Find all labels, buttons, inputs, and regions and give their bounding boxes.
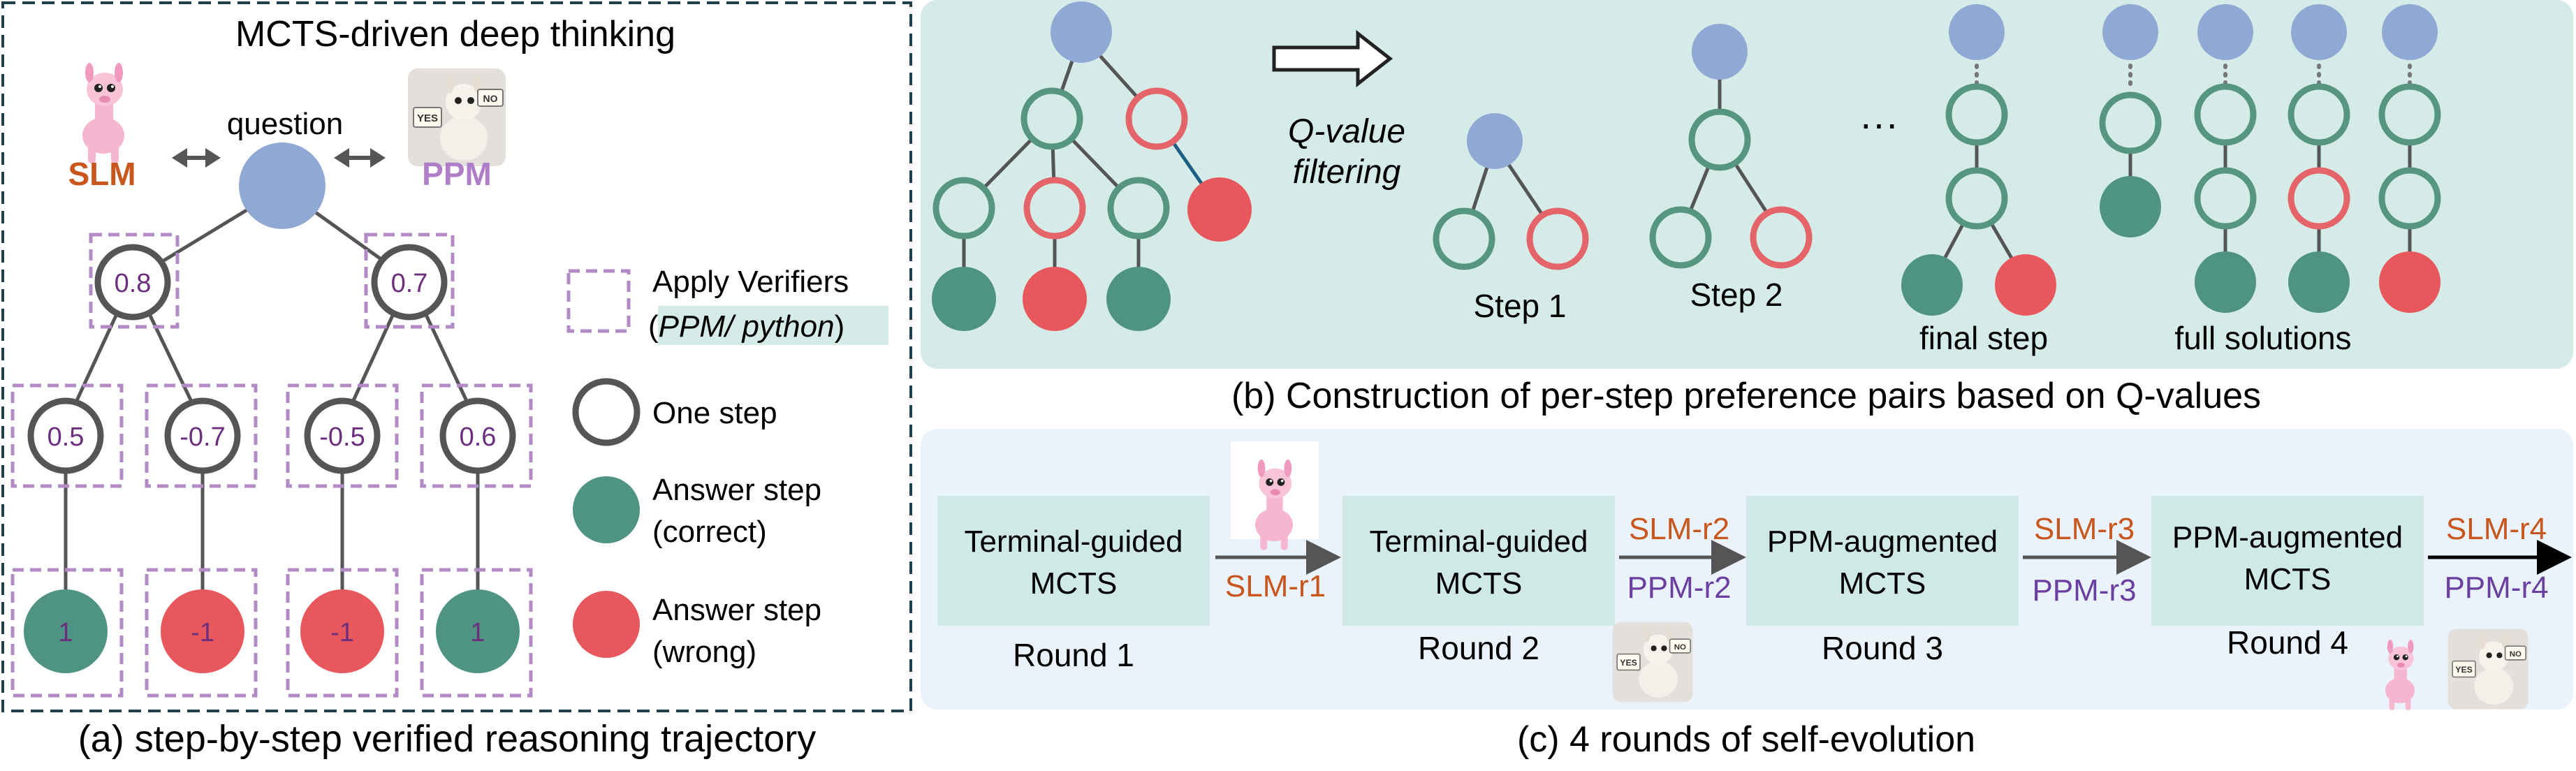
legend-wrong-line1: Answer step: [652, 593, 821, 627]
arrow-icon: [370, 148, 386, 168]
answer-node-wrong: [300, 589, 384, 673]
final-step-node: [1945, 167, 2008, 230]
filter-arrow-icon: [1272, 29, 1393, 88]
node-value: -0.5: [319, 423, 365, 452]
answer-node-wrong: [1023, 267, 1087, 331]
filter-label-2: filtering: [1293, 154, 1401, 191]
step2-rejected: [1750, 206, 1813, 269]
question-label: question: [227, 107, 343, 141]
node-value: 0.5: [47, 423, 85, 452]
answer-node-wrong: [1187, 177, 1252, 242]
round-box-line1: Terminal-guided: [964, 524, 1183, 559]
step-node: [932, 177, 995, 240]
final-step-label: final step: [1919, 320, 2048, 356]
ellipsis: ···: [1859, 101, 1898, 145]
root-node: [1051, 1, 1112, 63]
round-box-line2: MCTS: [2244, 562, 2332, 596]
step-node: [1107, 177, 1170, 240]
legend-wrong-swatch: [573, 591, 640, 658]
llama-ppm-icon: [2447, 628, 2529, 710]
panel-a-title: MCTS-driven deep thinking: [235, 14, 675, 54]
legend-verifier-highlight: [658, 306, 888, 345]
llama-ppm-icon: [1611, 621, 1694, 703]
final-wrong: [1995, 254, 2056, 316]
arrow-icon: [172, 148, 187, 168]
step-nodes: [27, 244, 516, 474]
step-node: [1020, 87, 1083, 150]
step2-step: [1688, 108, 1751, 171]
round-boxes: [937, 496, 2424, 626]
arrow-slm-label: SLM-r3: [2034, 512, 2135, 546]
arrow-slm-label: SLM-r4: [2446, 512, 2547, 546]
round-label: Round 4: [2227, 624, 2348, 661]
round-label: Round 2: [1418, 630, 1539, 666]
node-value: 0.6: [460, 423, 497, 452]
node-value: 1: [470, 618, 485, 647]
node-value: 1: [58, 618, 73, 647]
slm-label: SLM: [68, 156, 136, 192]
arrow-slm-label: SLM-r1: [1225, 569, 1326, 603]
legend-step-swatch: [572, 378, 641, 446]
arrow-icon: [334, 148, 349, 168]
legend-correct-swatch: [573, 476, 640, 543]
step1-root: [1467, 113, 1523, 169]
caption-b: (b) Construction of per-step preference …: [1231, 376, 2261, 416]
legend-verifier-swatch: [566, 269, 631, 333]
step1-label: Step 1: [1474, 288, 1567, 324]
final-step-node: [1945, 83, 2008, 146]
node-value: -1: [191, 618, 214, 647]
legend-wrong-line2: (wrong): [652, 635, 756, 669]
legend-verifier-line2: (PPM/ python): [648, 309, 844, 344]
filter-label-1: Q-value: [1288, 113, 1405, 150]
step1-preferred: [1433, 207, 1495, 270]
round-box-line2: MCTS: [1839, 566, 1926, 601]
ppm-label: PPM: [422, 156, 492, 192]
node-value: 0.8: [115, 269, 152, 298]
final-correct: [1901, 254, 1963, 316]
final-root: [1949, 4, 2005, 60]
step-node-wrong: [1023, 177, 1086, 240]
step-node-wrong: [1125, 87, 1188, 150]
round-box-line2: MCTS: [1030, 566, 1118, 601]
step2-label: Step 2: [1690, 277, 1783, 313]
node-value: -1: [330, 618, 354, 647]
full-solutions: [2099, 4, 2441, 313]
full-solutions-label: full solutions: [2174, 320, 2351, 356]
answer-node-wrong: [161, 589, 244, 673]
question-node: [239, 142, 325, 229]
verifier-boxes: [10, 233, 533, 698]
arrow-slm-label: SLM-r2: [1629, 512, 1729, 546]
arrow-icon: [205, 148, 221, 168]
arrow-ppm-label: PPM-r2: [1627, 571, 1731, 605]
node-value: -0.7: [180, 423, 225, 452]
round-box-line2: MCTS: [1435, 566, 1523, 601]
caption-c: (c) 4 rounds of self-evolution: [1517, 719, 1975, 760]
caption-a: (a) step-by-step verified reasoning traj…: [78, 718, 816, 760]
round-box-line1: Terminal-guided: [1369, 524, 1588, 559]
answer-node-correct: [1106, 267, 1171, 331]
step2-preferred: [1649, 206, 1712, 269]
llama-ppm-icon: [407, 68, 506, 167]
answer-node-correct: [436, 589, 520, 673]
node-value: 0.7: [391, 269, 428, 298]
arrow-ppm-label: PPM-r3: [2032, 573, 2136, 608]
legend-verifier-line1: Apply Verifiers: [652, 265, 849, 299]
legend-correct-line2: (correct): [652, 515, 767, 549]
round-label: Round 3: [1822, 630, 1943, 666]
round-label: Round 1: [1013, 637, 1134, 673]
legend-one-step: One step: [652, 396, 777, 430]
step1-rejected: [1526, 207, 1589, 270]
step2-root: [1692, 24, 1748, 80]
answer-node-correct: [24, 589, 108, 673]
round-box-line1: PPM-augmented: [2172, 520, 2403, 555]
legend-correct-line1: Answer step: [652, 473, 821, 507]
answer-node-correct: [932, 267, 996, 331]
arrow-ppm-label: PPM-r4: [2444, 571, 2548, 605]
round-box-line1: PPM-augmented: [1767, 524, 1998, 559]
